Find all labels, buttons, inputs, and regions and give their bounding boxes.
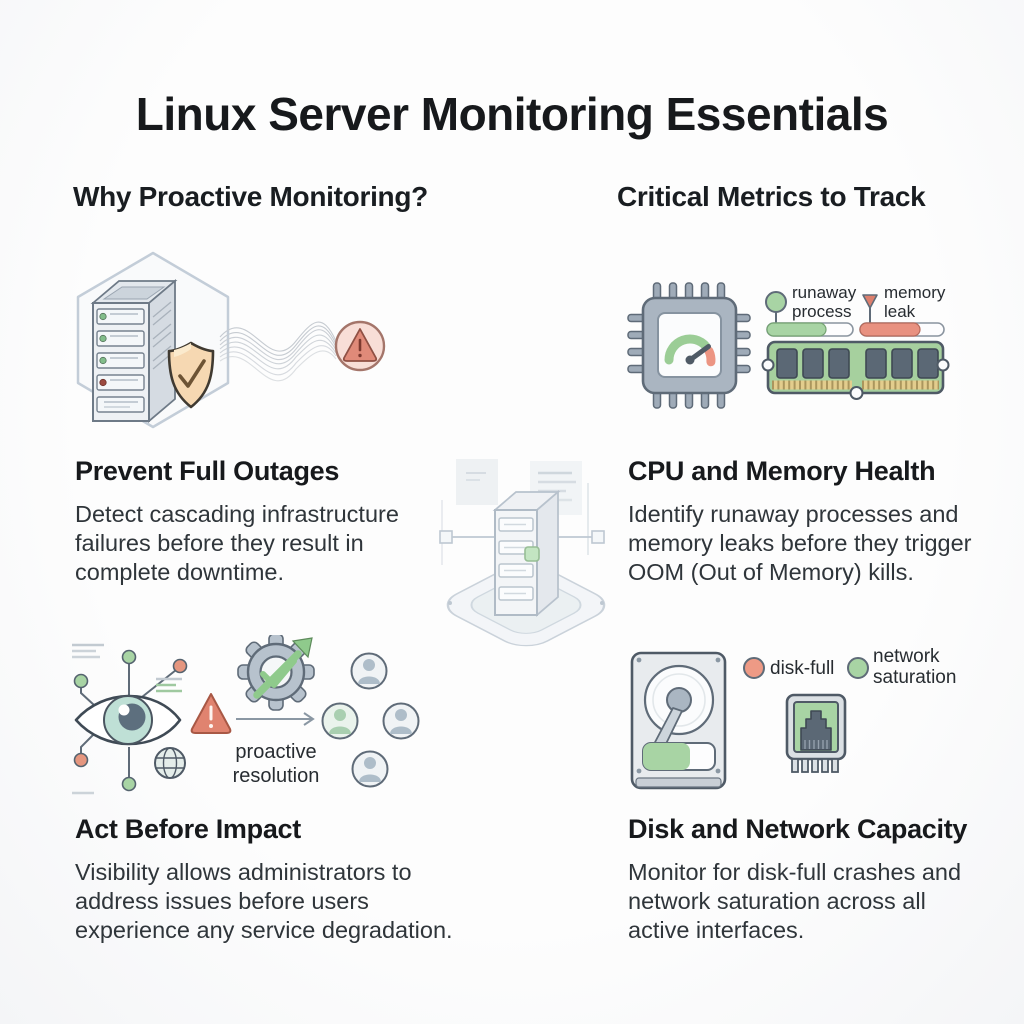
section-body: Visibility allows administrators to addr… bbox=[75, 859, 453, 943]
runaway-process-label: runaway process bbox=[792, 283, 857, 321]
center-server-tower bbox=[492, 490, 561, 617]
alert-warning-icon bbox=[334, 320, 386, 372]
data-dashes bbox=[72, 643, 182, 795]
cpu-gauge-icon bbox=[627, 282, 751, 409]
cpu-memory-illustration bbox=[627, 282, 950, 409]
section-heading: Disk and Network Capacity bbox=[628, 814, 968, 844]
server-security-illustration bbox=[76, 251, 386, 429]
ram-stick-icon bbox=[761, 340, 950, 400]
disk-network-illustration bbox=[630, 651, 869, 790]
green-node bbox=[524, 546, 540, 562]
network-saturation-dot bbox=[847, 657, 869, 679]
connector-line bbox=[439, 530, 605, 544]
memory-leak-label: memory leak bbox=[884, 283, 946, 321]
hard-disk-icon bbox=[630, 651, 727, 790]
section-body: Detect cascading infrastructure failures… bbox=[75, 501, 399, 585]
avatar bbox=[382, 702, 420, 740]
page-title: Linux Server Monitoring Essentials bbox=[135, 87, 889, 140]
avatar bbox=[351, 750, 389, 788]
left-column-header: Why Proactive Monitoring? bbox=[73, 181, 428, 212]
avatar bbox=[350, 652, 388, 690]
legend bbox=[743, 657, 869, 679]
server-tower-icon bbox=[90, 279, 178, 423]
right-column-header: Critical Metrics to Track bbox=[617, 181, 926, 212]
ethernet-port-icon bbox=[785, 693, 847, 773]
eye-icon bbox=[74, 694, 182, 746]
section-heading: Act Before Impact bbox=[75, 814, 301, 844]
avatar-active bbox=[321, 702, 359, 740]
runaway-process-bar bbox=[765, 291, 854, 337]
section-act-before-impact: Act Before Impact Visibility allows admi… bbox=[75, 814, 475, 945]
proactive-resolution-label: proactive resolution bbox=[232, 741, 320, 787]
arrow-right-icon bbox=[236, 712, 315, 726]
section-prevent-outages: Prevent Full Outages Detect cascading in… bbox=[75, 456, 475, 587]
section-heading: Prevent Full Outages bbox=[75, 456, 340, 486]
warning-triangle-icon bbox=[190, 693, 232, 734]
shield-check-icon bbox=[167, 341, 215, 409]
server-drive-bays bbox=[96, 308, 145, 413]
signal-waves-icon bbox=[219, 321, 337, 382]
disk-full-dot bbox=[743, 657, 765, 679]
disk-full-label: disk-full bbox=[770, 658, 835, 679]
circuit-nodes bbox=[73, 649, 188, 792]
circuit-traces bbox=[80, 663, 177, 777]
section-disk-network: Disk and Network Capacity Monitor for di… bbox=[628, 814, 1018, 945]
section-heading: CPU and Memory Health bbox=[628, 456, 936, 486]
section-cpu-memory: CPU and Memory Health Identify runaway p… bbox=[628, 456, 1018, 587]
section-body: Identify runaway processes and memory le… bbox=[628, 501, 972, 585]
section-body: Monitor for disk-full crashes and networ… bbox=[628, 859, 962, 943]
gear-check-icon bbox=[237, 635, 315, 711]
memory-leak-bar bbox=[859, 294, 945, 337]
network-saturation-label: network saturation bbox=[873, 646, 957, 688]
proactive-resolution-illustration bbox=[72, 635, 420, 795]
globe-icon bbox=[154, 747, 186, 779]
center-server-illustration bbox=[439, 459, 606, 647]
user-avatars bbox=[321, 652, 420, 788]
